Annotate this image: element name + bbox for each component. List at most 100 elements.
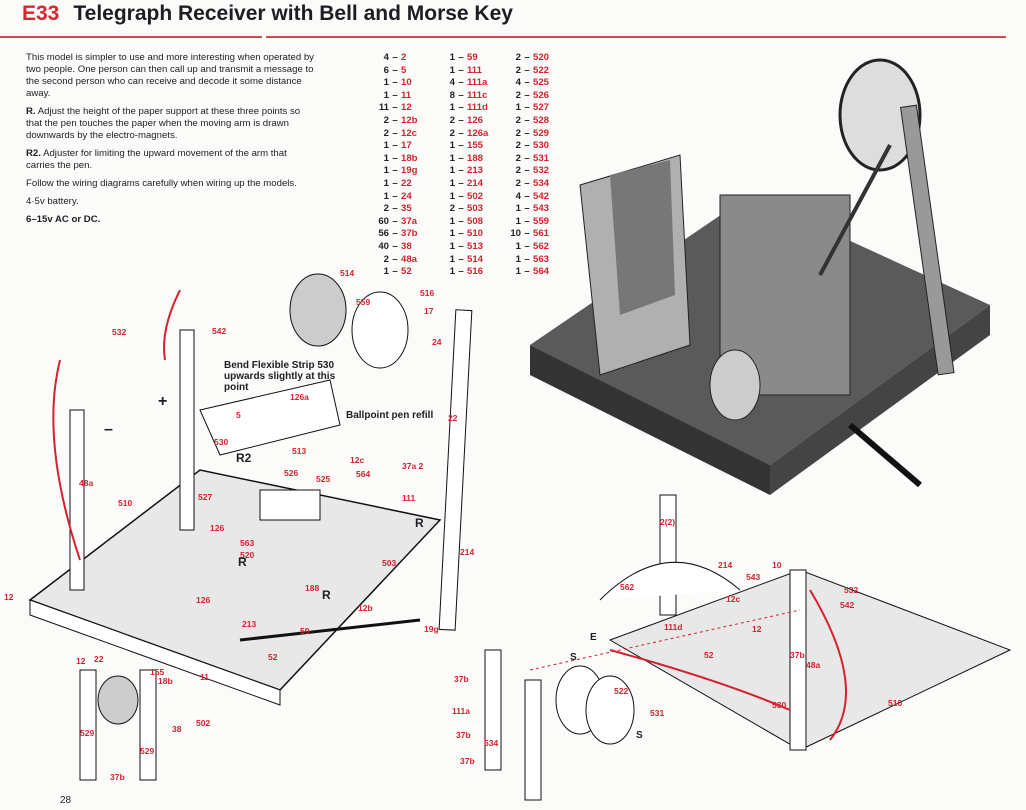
part-quantity: 1 <box>383 152 389 164</box>
r-label: R. <box>26 106 36 117</box>
part-number: 2 <box>401 52 407 63</box>
part-number: 532 <box>533 165 550 177</box>
part-callout: 12b <box>358 603 373 613</box>
part-number: 559 <box>533 215 550 227</box>
pen-refill-note: Ballpoint pen refill <box>346 410 434 421</box>
part-row: 2–526 <box>495 90 555 103</box>
part-row: 1–10 <box>363 77 423 90</box>
base-plate <box>28 469 442 691</box>
part-row: 60–37a <box>363 216 423 229</box>
part-row: 4–525 <box>495 77 555 90</box>
part-row: 1–510 <box>429 228 489 241</box>
pulley <box>709 349 761 421</box>
part-callout: 22 <box>94 654 104 664</box>
part-number: 12b <box>401 114 418 126</box>
wiring-diagram <box>484 494 1012 801</box>
part-quantity: 1 <box>449 240 455 252</box>
part-quantity: 1 <box>449 52 455 63</box>
part-number: 508 <box>467 215 484 227</box>
part-row: 4–542 <box>495 191 555 204</box>
part-number: 543 <box>533 203 550 215</box>
upright-48a <box>69 409 85 591</box>
part-quantity: 1 <box>383 190 389 202</box>
part-quantity: 1 <box>383 89 389 101</box>
part-callout: 530 <box>214 437 229 447</box>
part-quantity: 1 <box>449 177 455 189</box>
part-number: 10 <box>401 77 412 89</box>
part-row: 2–529 <box>495 128 555 141</box>
part-quantity: 10 <box>510 228 521 240</box>
part-callout: 37b <box>454 674 469 684</box>
part-row: 11–12 <box>363 102 423 115</box>
part-quantity: 2 <box>383 114 389 126</box>
part-row: 1–563 <box>495 254 555 267</box>
part-callout: 532 <box>112 327 127 337</box>
part-quantity: 4 <box>515 77 521 89</box>
part-quantity: 1 <box>383 266 389 278</box>
part-quantity: 1 <box>515 203 521 215</box>
wire <box>609 649 791 711</box>
separator: – <box>392 114 398 126</box>
separator: – <box>458 127 464 139</box>
part-number: 513 <box>467 240 484 252</box>
part-row: 2–503 <box>429 203 489 216</box>
part-callout: 542 <box>840 600 855 610</box>
part-row: 1–213 <box>429 165 489 178</box>
separator: – <box>392 266 398 278</box>
separator: – <box>524 140 530 152</box>
part-number: 12c <box>401 127 418 139</box>
r-marker: R <box>238 555 247 569</box>
part-callout: 188 <box>305 583 320 593</box>
part-callout: 37b <box>460 756 475 766</box>
part-row: 1–22 <box>363 178 423 191</box>
part-number: 503 <box>467 203 484 215</box>
part-number: 527 <box>533 102 550 114</box>
part-callout: 559 <box>356 297 371 307</box>
part-callout: 52 <box>268 652 278 662</box>
arm-126a <box>199 379 341 456</box>
separator: – <box>458 177 464 189</box>
part-quantity: 2 <box>383 253 389 265</box>
part-callout: 37b <box>790 650 805 660</box>
part-callout: 111d <box>664 622 683 632</box>
base-side <box>530 345 770 495</box>
part-callout: 522 <box>614 686 629 696</box>
part-quantity: 1 <box>383 177 389 189</box>
part-row: 2–48a <box>363 254 423 267</box>
part-quantity: 1 <box>449 266 455 278</box>
part-callout: 534 <box>484 738 499 748</box>
part-quantity: 1 <box>449 190 455 202</box>
pulley-wheel <box>838 58 922 172</box>
part-callout: 503 <box>382 558 397 568</box>
guide-line <box>529 609 801 671</box>
part-number: 542 <box>533 190 550 202</box>
page-number: 28 <box>60 795 72 806</box>
part-quantity: 2 <box>515 140 521 152</box>
separator: – <box>524 152 530 164</box>
r-marker: R <box>322 588 331 602</box>
part-quantity: 1 <box>449 215 455 227</box>
part-row: 2–520 <box>495 52 555 65</box>
separator: – <box>458 240 464 252</box>
part-quantity: 2 <box>515 114 521 126</box>
part-number: 11 <box>401 89 412 101</box>
wire <box>163 289 181 361</box>
part-quantity: 4 <box>449 77 455 89</box>
part-row: 1–562 <box>495 241 555 254</box>
part-number: 188 <box>467 152 484 164</box>
part-row: 2–126 <box>429 115 489 128</box>
separator: – <box>392 77 398 89</box>
part-callout: 11 <box>200 672 209 682</box>
crank-handle <box>848 422 922 488</box>
part-quantity: 2 <box>449 127 455 139</box>
part-number: 528 <box>533 114 550 126</box>
r-note: R. Adjust the height of the paper suppor… <box>26 106 316 142</box>
part-row: 1–111d <box>429 102 489 115</box>
separator: – <box>458 77 464 89</box>
part-quantity: 56 <box>378 228 389 240</box>
part-quantity: 1 <box>449 102 455 114</box>
morse-key-knob <box>97 675 139 725</box>
part-row: 1–513 <box>429 241 489 254</box>
part-number: 111c <box>467 89 488 101</box>
wheel-514 <box>289 273 347 347</box>
